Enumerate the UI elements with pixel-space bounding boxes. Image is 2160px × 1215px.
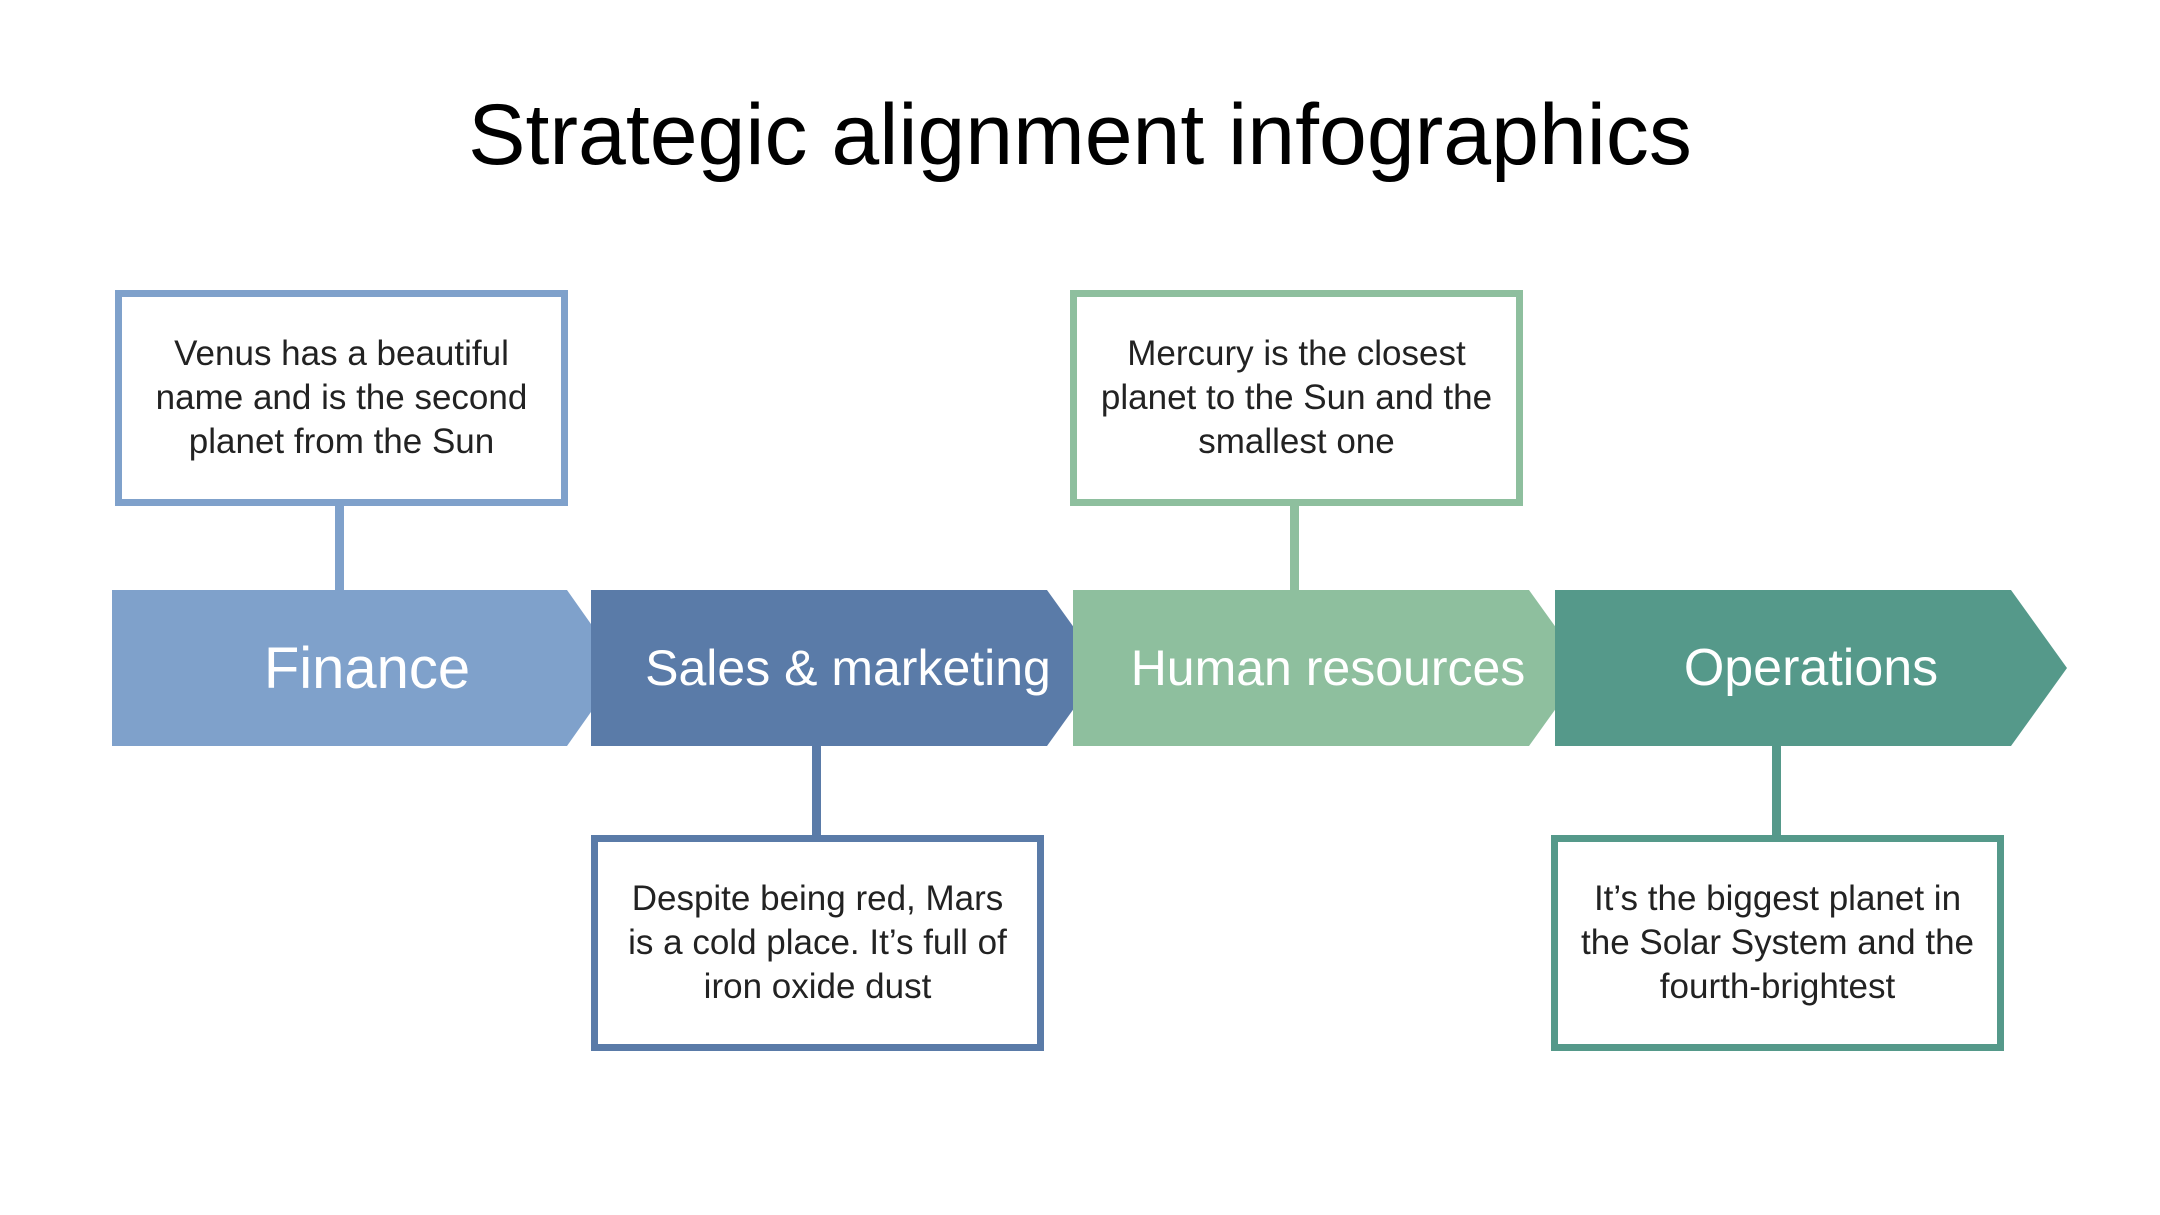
human-resources-note-text: Mercury is the closest planet to the Sun… <box>1100 334 1493 461</box>
operations-connector <box>1772 746 1781 835</box>
human-resources-connector <box>1290 505 1299 590</box>
operations-note-box: It’s the biggest planet in the Solar Sys… <box>1551 835 2004 1051</box>
operations-label: Operations <box>1683 639 1939 697</box>
finance-note-box: Venus has a beautiful name and is the se… <box>115 290 568 506</box>
human-resources-label: Human resources <box>1130 640 1526 696</box>
sales-marketing-arrow <box>591 590 1103 746</box>
human-resources-note-box: Mercury is the closest planet to the Sun… <box>1070 290 1523 506</box>
human-resources-arrow <box>1073 590 1585 746</box>
slide-title: Strategic alignment infographics <box>468 87 1692 183</box>
sales-marketing-note-box: Despite being red, Mars is a cold place.… <box>591 835 1044 1051</box>
sales-marketing-label: Sales & marketing <box>645 640 1051 696</box>
operations-arrow <box>1555 590 2067 746</box>
sales-marketing-connector <box>812 746 821 835</box>
finance-arrow <box>112 590 622 746</box>
finance-label: Finance <box>263 635 471 701</box>
finance-connector <box>335 505 344 590</box>
operations-note-text: It’s the biggest planet in the Solar Sys… <box>1581 879 1974 1006</box>
finance-note-text: Venus has a beautiful name and is the se… <box>155 334 528 461</box>
sales-marketing-note-text: Despite being red, Mars is a cold place.… <box>628 879 1007 1006</box>
